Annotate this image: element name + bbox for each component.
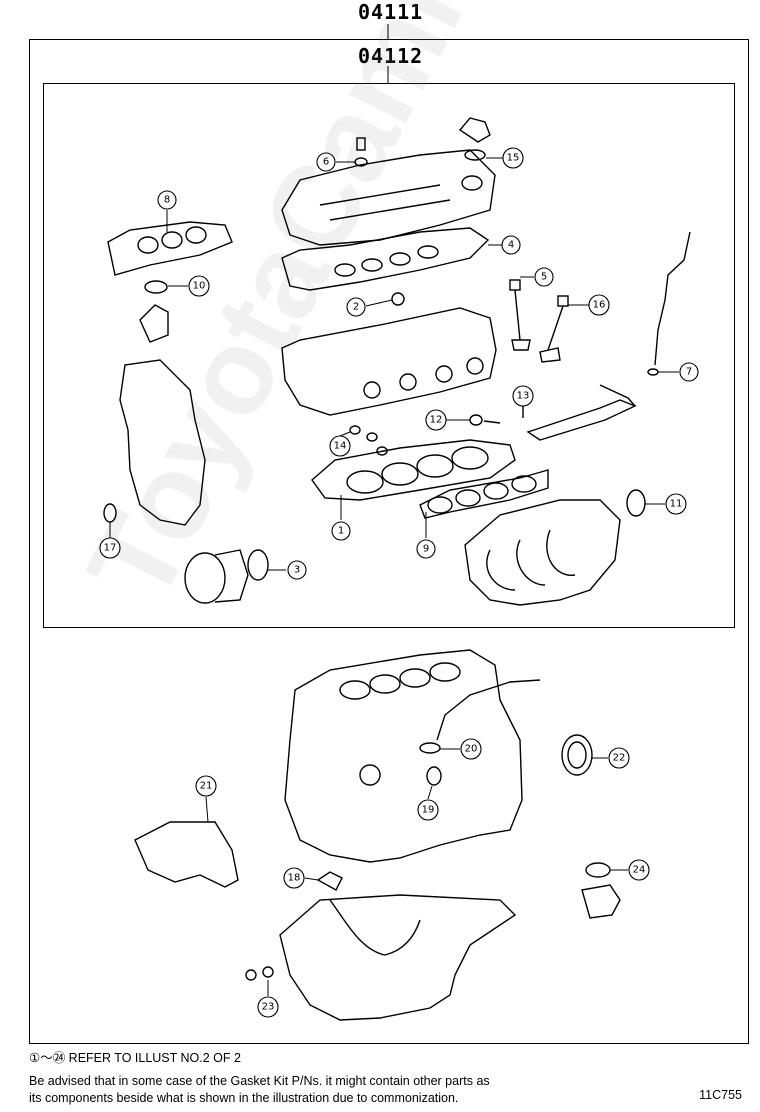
exhaust-manifold-gasket: [107, 221, 233, 276]
callout-23: 23: [257, 996, 279, 1018]
cylinder-head: [281, 307, 497, 416]
callout-18: 18: [283, 867, 305, 889]
callout-number: 7: [686, 367, 692, 378]
callout-number: 20: [465, 744, 478, 755]
plug-hole-seals: [334, 245, 439, 277]
oil-dipstick: [436, 679, 541, 741]
callout-20: 20: [460, 738, 482, 760]
callout-number: 10: [193, 281, 206, 292]
callout-5: 5: [534, 267, 554, 287]
callout-number: 11: [670, 499, 683, 510]
callout-number: 3: [294, 565, 300, 576]
callout-number: 8: [164, 195, 170, 206]
timing-chain-cover: [119, 359, 206, 526]
strainer-gasket-18: [316, 871, 343, 891]
callout-13: 13: [512, 385, 534, 407]
intake-manifold-gasket: [419, 469, 549, 519]
plug-2: [391, 292, 405, 306]
callout-number: 1: [338, 526, 344, 537]
callout-14: 14: [329, 435, 351, 457]
gasket-ring-10: [144, 280, 168, 294]
inner-kit-frame: [43, 83, 735, 628]
o-ring-7: [647, 368, 659, 376]
callout-number: 17: [104, 543, 117, 554]
throttle-body-gasket: [626, 489, 646, 517]
callout-number: 13: [517, 391, 530, 402]
callout-3: 3: [287, 560, 307, 580]
outer-kit-frame: [29, 39, 749, 1044]
bracket-24: [581, 862, 621, 919]
cover-bolt: [354, 137, 368, 167]
drain-plug: [245, 966, 274, 981]
oil-pan: [279, 894, 517, 1021]
callout-number: 21: [200, 781, 213, 792]
callout-number: 9: [423, 544, 429, 555]
oil-filler-cap: [458, 117, 491, 161]
gasket-kit-note-line-2: its components beside what is shown in t…: [29, 1091, 459, 1105]
gasket-kit-note-line-1: Be advised that in some case of the Gask…: [29, 1074, 490, 1088]
water-outlet-pipe: [139, 304, 169, 343]
callout-2: 2: [346, 297, 366, 317]
fuel-injector-parts: [469, 384, 637, 441]
callout-11: 11: [665, 493, 687, 515]
callout-15: 15: [502, 147, 524, 169]
dipstick-guide: [654, 231, 691, 366]
callout-number: 15: [507, 153, 520, 164]
callout-number: 2: [353, 302, 359, 313]
valves: [509, 279, 569, 363]
refer-illustration-note: ①～㉔ REFER TO ILLUST NO.2 OF 2: [29, 1051, 241, 1065]
illustration-code: 11C755: [699, 1088, 742, 1102]
callout-number: 18: [288, 873, 301, 884]
callout-number: 12: [430, 415, 443, 426]
callout-16: 16: [588, 294, 610, 316]
head-cover-gasket: [281, 227, 490, 291]
oil-seal-19: [426, 766, 442, 786]
callout-number: 5: [541, 272, 547, 283]
callout-10: 10: [188, 275, 210, 297]
kit-number-outer: 04111: [358, 0, 424, 24]
callout-17: 17: [99, 537, 121, 559]
callout-6: 6: [316, 152, 336, 172]
gasket-20: [419, 742, 441, 754]
callout-number: 14: [334, 441, 347, 452]
callout-number: 16: [593, 300, 606, 311]
oil-seal-17: [103, 503, 117, 523]
callout-1: 1: [331, 521, 351, 541]
callout-12: 12: [425, 409, 447, 431]
callout-8: 8: [157, 190, 177, 210]
timing-cover-gasket-21: [134, 821, 239, 888]
cylinder-block: [284, 649, 523, 863]
water-pump: [184, 549, 249, 604]
callout-4: 4: [501, 235, 521, 255]
callout-number: 19: [422, 805, 435, 816]
callout-number: 23: [262, 1002, 275, 1013]
seal-set-14: [349, 425, 388, 456]
callout-number: 4: [508, 240, 514, 251]
callout-number: 22: [613, 753, 626, 764]
callout-21: 21: [195, 775, 217, 797]
cylinder-head-gasket: [311, 439, 516, 501]
callout-number: 6: [323, 157, 329, 168]
kit-number-inner: 04112: [358, 44, 424, 68]
intake-manifold: [464, 499, 621, 606]
callout-9: 9: [416, 539, 436, 559]
callout-number: 24: [633, 865, 646, 876]
cylinder-head-cover: [281, 149, 496, 246]
rear-oil-seal: [561, 734, 593, 776]
o-ring-3: [247, 549, 269, 581]
callout-24: 24: [628, 859, 650, 881]
callout-22: 22: [608, 747, 630, 769]
callout-7: 7: [679, 362, 699, 382]
callout-19: 19: [417, 799, 439, 821]
